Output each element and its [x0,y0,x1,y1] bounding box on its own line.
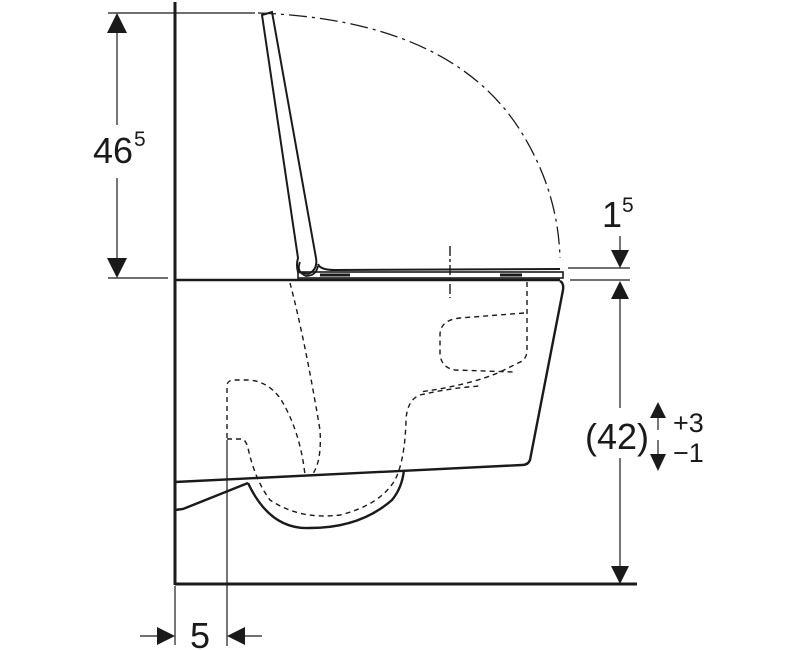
lid-height-dimension: 46 5 [93,12,255,279]
hidden-internals [226,282,528,517]
wall-offset-dimension: 5 [140,440,262,650]
seat-thickness-dimension: 1 5 [568,194,634,299]
tolerance-minus: −1 [673,438,704,468]
arrow-up-icon [107,13,127,33]
tolerance-up-icon [650,402,666,418]
lid-swing-arc [257,12,561,259]
toilet-lid [260,10,319,277]
lid-height-label: 46 [93,130,133,171]
lid-height-sup: 5 [134,128,146,151]
arrow-down-icon [611,566,629,584]
arrow-down-icon [107,258,127,278]
rim-height-dimension: (42) +3 −1 [585,298,704,584]
arrow-down-icon [611,250,629,268]
arrow-up-icon [611,281,629,299]
seat-thickness-sup: 5 [622,194,634,217]
arrow-left-icon [227,627,245,645]
toilet-seat [297,263,564,279]
tolerance-down-icon [650,454,666,471]
rim-height-label: (42) [585,416,649,457]
seat-thickness-label: 1 [602,194,622,235]
arrow-right-icon [157,627,175,645]
toilet-bowl [174,278,565,530]
wall-offset-label: 5 [190,615,210,650]
tolerance-plus: +3 [673,408,704,438]
